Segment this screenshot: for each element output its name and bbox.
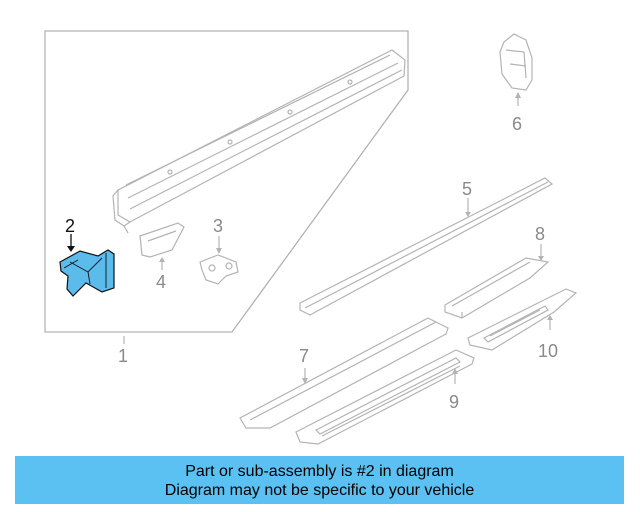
part-5-drawing <box>299 177 554 316</box>
info-banner: Part or sub-assembly is #2 in diagram Di… <box>15 456 624 504</box>
callout-2[interactable]: 2 <box>65 216 75 236</box>
callout-8: 8 <box>535 224 545 244</box>
part-2-highlighted[interactable] <box>59 249 115 297</box>
assembly-1-outline <box>44 30 409 333</box>
callout-5: 5 <box>462 179 472 199</box>
callout-10: 10 <box>538 341 558 361</box>
callout-4: 4 <box>156 272 166 292</box>
rocker-panel-drawing <box>112 49 406 234</box>
callout-9: 9 <box>449 392 459 412</box>
banner-line-2: Diagram may not be specific to your vehi… <box>164 482 475 499</box>
part-6-drawing <box>499 33 533 91</box>
part-4-drawing <box>139 222 185 258</box>
part-10-drawing <box>467 288 578 351</box>
banner-line-1: Part or sub-assembly is #2 in diagram <box>185 463 454 480</box>
callout-7: 7 <box>299 346 309 366</box>
part-9-drawing <box>295 349 475 445</box>
part-8-drawing <box>444 257 550 319</box>
part-3-drawing <box>199 254 239 285</box>
callout-6: 6 <box>512 114 522 134</box>
part-7-drawing <box>239 317 449 429</box>
callout-1: 1 <box>118 346 128 366</box>
callout-3: 3 <box>213 216 223 236</box>
